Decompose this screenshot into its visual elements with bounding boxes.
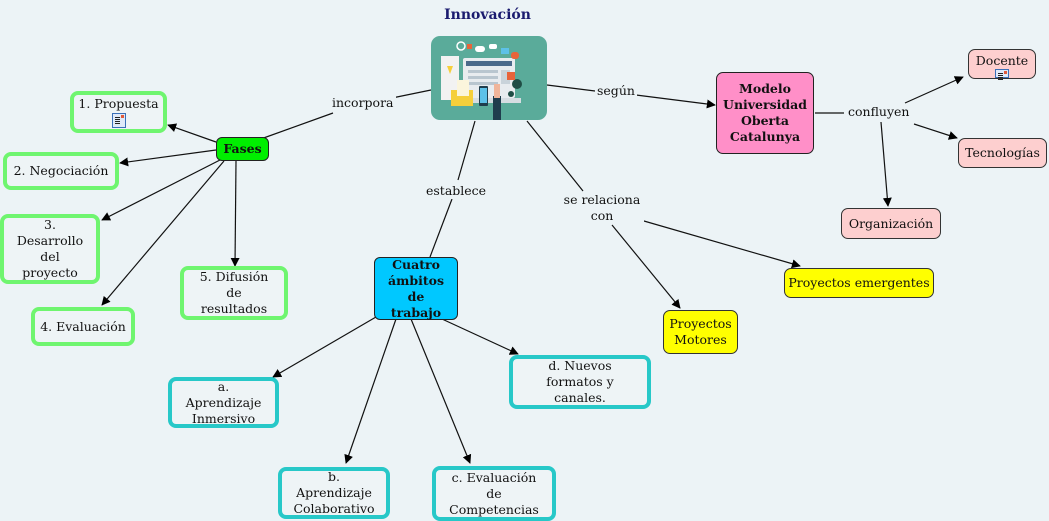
link-fases-propuesta — [167, 123, 217, 143]
link-fases-negociacion — [119, 149, 217, 167]
phase-label: 1. Propuesta — [78, 96, 159, 111]
link-central-incorpora — [391, 89, 432, 99]
phase-label: 5. Difusión de resultados — [199, 269, 269, 316]
ambito-node-d[interactable]: d. Nuevos formatos y canales. — [509, 355, 651, 409]
link-segun-modelo — [635, 94, 716, 109]
ambitos-node[interactable]: Cuatro ámbitos de trabajo — [374, 257, 458, 320]
link-label-establece: establece — [424, 183, 489, 199]
document-icon[interactable] — [111, 113, 126, 128]
link-ambitos-b — [344, 318, 397, 464]
phase-node-negociacion[interactable]: 2. Negociación — [3, 152, 119, 190]
document-icon[interactable] — [995, 69, 1009, 78]
link-label-se-relaciona: se relaciona con — [560, 192, 644, 224]
link-fases-difusion — [230, 160, 240, 267]
phase-node-difusion[interactable]: 5. Difusión de resultados — [180, 266, 288, 320]
ambito-label: b. Aprendizaje Colaborativo — [293, 469, 375, 516]
link-central-establece — [457, 120, 476, 181]
link-serelaciona-emergentes — [636, 218, 801, 269]
proyecto-label: Proyectos Motores — [669, 316, 732, 347]
link-confluyen-organizacion — [880, 121, 892, 207]
phase-label: 2. Negociación — [13, 163, 109, 178]
ambito-node-b[interactable]: b. Aprendizaje Colaborativo — [278, 467, 390, 519]
ambito-label: a. Aprendizaje Inmersivo — [185, 378, 262, 426]
ambito-label: c. Evaluación de Competencias — [449, 469, 539, 517]
link-serelaciona-motores — [611, 224, 681, 309]
ambito-node-a[interactable]: a. Aprendizaje Inmersivo — [168, 377, 279, 428]
link-central-serelaciona — [526, 120, 584, 192]
phase-label: 4. Evaluación — [40, 318, 126, 334]
link-establece-ambitos — [429, 198, 453, 258]
ambito-label: d. Nuevos formatos y canales. — [546, 358, 614, 405]
fases-node[interactable]: Fases — [216, 137, 269, 161]
phase-node-desarrollo[interactable]: 3. Desarrollo del proyecto — [0, 214, 100, 284]
link-ambitos-a — [272, 316, 377, 378]
modelo-node[interactable]: Modelo Universidad Oberta Catalunya — [716, 72, 814, 154]
map-title: Innovación — [444, 7, 531, 23]
phase-label: 3. Desarrollo del proyecto — [16, 217, 84, 280]
modelo-child-organizacion[interactable]: Organización — [841, 208, 941, 239]
link-confluyen-docente — [904, 76, 964, 104]
proyectos-motores-node[interactable]: Proyectos Motores — [663, 310, 738, 354]
innovation-illustration-icon[interactable] — [431, 36, 547, 120]
link-fases-evaluacion — [101, 160, 225, 306]
link-label-incorpora: incorpora — [330, 95, 396, 111]
ambitos-label: Cuatro ámbitos de trabajo — [388, 256, 444, 320]
ambito-node-c[interactable]: c. Evaluación de Competencias — [432, 466, 556, 521]
link-ambitos-d — [441, 318, 519, 355]
link-label-segun: según — [595, 83, 637, 99]
proyecto-label: Proyectos emergentes — [788, 275, 930, 290]
link-fases-desarrollo — [101, 159, 221, 221]
modelo-child-label: Tecnologías — [965, 145, 1040, 160]
modelo-label: Modelo Universidad Oberta Catalunya — [723, 81, 807, 144]
phase-node-propuesta[interactable]: 1. Propuesta — [70, 91, 167, 133]
link-central-segun — [546, 84, 596, 92]
link-confluyen-tecnologias — [913, 123, 958, 140]
proyectos-emergentes-node[interactable]: Proyectos emergentes — [784, 268, 934, 298]
fases-label: Fases — [223, 141, 262, 156]
phase-node-evaluacion[interactable]: 4. Evaluación — [31, 307, 135, 346]
modelo-child-label: Organización — [848, 215, 934, 231]
modelo-child-label: Docente — [975, 53, 1029, 68]
link-incorpora-fases — [257, 112, 334, 141]
modelo-child-docente[interactable]: Docente — [968, 49, 1036, 79]
modelo-child-tecnologias[interactable]: Tecnologías — [958, 138, 1047, 168]
link-label-confluyen: confluyen — [846, 104, 912, 120]
link-ambitos-c — [410, 318, 472, 464]
